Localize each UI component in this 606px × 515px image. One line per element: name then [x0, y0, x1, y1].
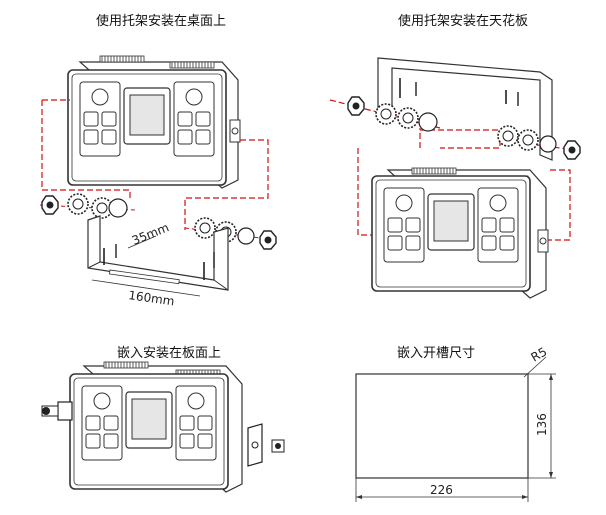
- cutout-width-label: 226: [430, 483, 453, 497]
- cutout-height-label: 136: [535, 413, 549, 436]
- caption-panel-mount: 嵌入安装在板面上: [117, 346, 222, 361]
- ceiling-mount-figure: [329, 57, 581, 299]
- caption-desk-mount: 使用托架安装在桌面上: [96, 14, 227, 29]
- bracket-height-label: 35mm: [130, 220, 171, 247]
- desk-mount-figure: 35mm 160mm: [39, 55, 277, 308]
- bracket-width-label: 160mm: [128, 288, 176, 308]
- caption-cutout-size: 嵌入开槽尺寸: [397, 346, 476, 361]
- caption-ceiling-mount: 使用托架安装在天花板: [398, 14, 529, 29]
- cutout-dimension-figure: 226 136 R5: [355, 344, 556, 502]
- corner-radius-label: R5: [529, 344, 550, 364]
- cutout-rect: [355, 373, 529, 479]
- panel-mount-figure: [41, 361, 285, 493]
